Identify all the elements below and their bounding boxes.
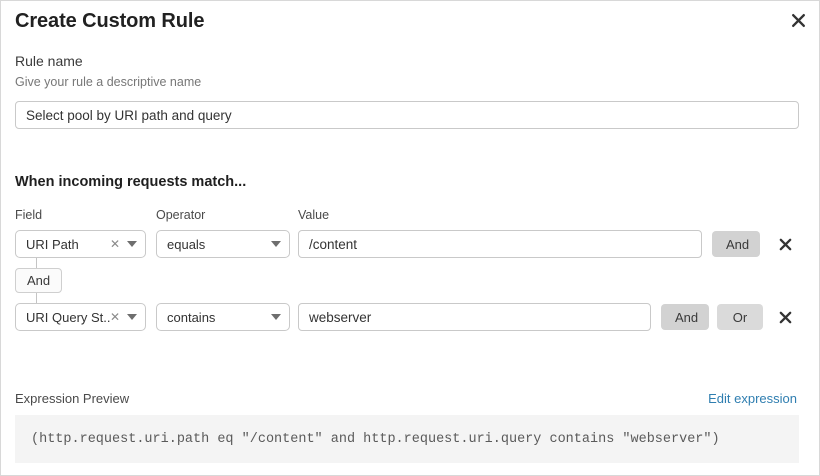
rule-name-label: Rule name [15,53,83,69]
edit-expression-link[interactable]: Edit expression [708,391,797,406]
rule-name-input[interactable] [15,101,799,129]
operator-select-2[interactable]: contains [156,303,290,331]
field-select-2[interactable]: URI Query St... ✕ [15,303,146,331]
expression-preview-text: (http.request.uri.path eq "/content" and… [31,431,720,447]
condition-row: URI Query St... ✕ contains And Or [1,303,819,331]
expression-preview-box: (http.request.uri.path eq "/content" and… [15,415,799,463]
column-header-operator: Operator [156,208,206,222]
and-button-2[interactable]: And [661,304,709,330]
operator-select-1-value: equals [167,236,206,252]
clear-icon[interactable]: ✕ [109,237,120,251]
column-header-field: Field [15,208,43,222]
close-icon[interactable] [785,7,811,33]
expression-preview-label: Expression Preview [15,391,130,406]
and-button-1[interactable]: And [712,231,760,257]
value-input-1[interactable] [298,230,702,258]
connector-and-badge[interactable]: And [15,268,63,293]
chevron-down-icon [271,241,281,247]
page-title: Create Custom Rule [15,10,205,32]
or-button-2[interactable]: Or [717,304,763,330]
chevron-down-icon [127,314,137,320]
delete-condition-button-2[interactable] [774,303,796,331]
field-select-1[interactable]: URI Path ✕ [15,230,146,258]
match-section-heading: When incoming requests match... [15,174,247,190]
value-input-2[interactable] [298,303,651,331]
delete-condition-button-1[interactable] [774,230,796,258]
operator-select-2-value: contains [167,309,216,325]
condition-row: URI Path ✕ equals And [1,230,819,258]
condition-connector: And [15,258,135,304]
operator-select-1[interactable]: equals [156,230,290,258]
field-select-1-value: URI Path [26,236,79,252]
column-header-value: Value [298,208,330,222]
field-select-2-value: URI Query St... [26,309,110,325]
chevron-down-icon [271,314,281,320]
clear-icon[interactable]: ✕ [109,310,120,324]
chevron-down-icon [127,241,137,247]
rule-name-help-text: Give your rule a descriptive name [15,75,202,89]
